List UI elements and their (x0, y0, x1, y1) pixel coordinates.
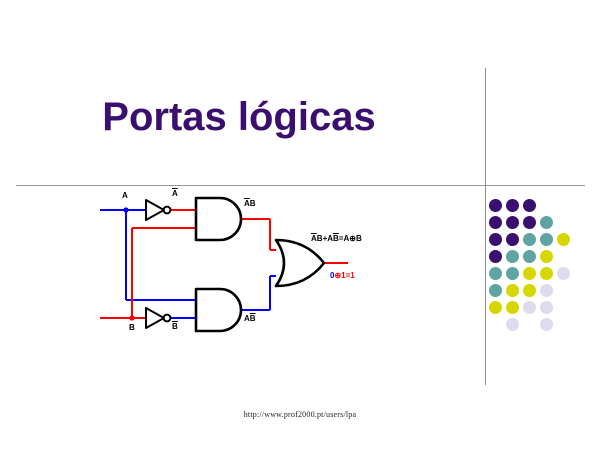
gate-and-bottom (194, 287, 243, 333)
dot-yellow (489, 301, 502, 314)
gate-inverter-b (145, 307, 172, 329)
value-xor-icon: ⊕ (334, 271, 342, 280)
junction-dot-a (123, 207, 129, 213)
dot-purple (489, 216, 502, 229)
vertical-divider (485, 68, 486, 385)
dot-teal (540, 216, 553, 229)
dot-teal (506, 250, 519, 263)
dot-yellow (540, 250, 553, 263)
dot-yellow (523, 284, 536, 297)
wire-group-high (100, 209, 348, 319)
page-title: Portas lógicas (102, 95, 376, 139)
dot-teal (506, 267, 519, 280)
footer-url: http://www.prof2000.pt/users/lpa (243, 410, 357, 419)
dot-yellow (557, 233, 570, 246)
junction-dot-b (129, 315, 135, 321)
wire-group-low (100, 209, 276, 319)
value-operand-right: 1 (341, 271, 346, 280)
dot-purple (489, 250, 502, 263)
value-result: 1 (350, 271, 355, 280)
dot-pale (523, 301, 536, 314)
decorative-dot-grid (489, 199, 593, 349)
gate-and-top (194, 196, 243, 242)
dot-purple (506, 199, 519, 212)
value-operand-left: 0 (330, 271, 335, 280)
dot-purple (506, 233, 519, 246)
label-not-b: B (172, 322, 178, 331)
label-input-a: A (122, 191, 128, 200)
dot-teal (523, 250, 536, 263)
label-and-top-output: AB (244, 199, 256, 208)
dot-teal (540, 233, 553, 246)
dot-yellow (506, 284, 519, 297)
label-and-bottom-output: AB (244, 314, 256, 323)
logic-circuit-diagram: A A B B AB AB AB+AB=A⊕B 0⊕1=1 (98, 188, 362, 343)
horizontal-divider (16, 185, 585, 186)
dot-purple (506, 216, 519, 229)
dot-pale (540, 284, 553, 297)
dot-purple (523, 199, 536, 212)
dot-pale (540, 318, 553, 331)
output-value-line: 0⊕1=1 (330, 271, 355, 280)
label-input-b: B (129, 323, 135, 332)
dot-purple (489, 199, 502, 212)
label-not-a: A (172, 189, 178, 198)
gate-inverter-a (145, 199, 172, 221)
dot-purple (523, 216, 536, 229)
dot-yellow (540, 267, 553, 280)
dot-teal (523, 233, 536, 246)
dot-teal (489, 267, 502, 280)
dot-purple (489, 233, 502, 246)
dot-teal (489, 284, 502, 297)
output-expression: AB+AB=A⊕B (311, 234, 362, 243)
dot-yellow (506, 301, 519, 314)
dot-pale (540, 301, 553, 314)
dot-pale (506, 318, 519, 331)
dot-pale (557, 267, 570, 280)
dot-yellow (523, 267, 536, 280)
gate-or-output (274, 238, 326, 288)
